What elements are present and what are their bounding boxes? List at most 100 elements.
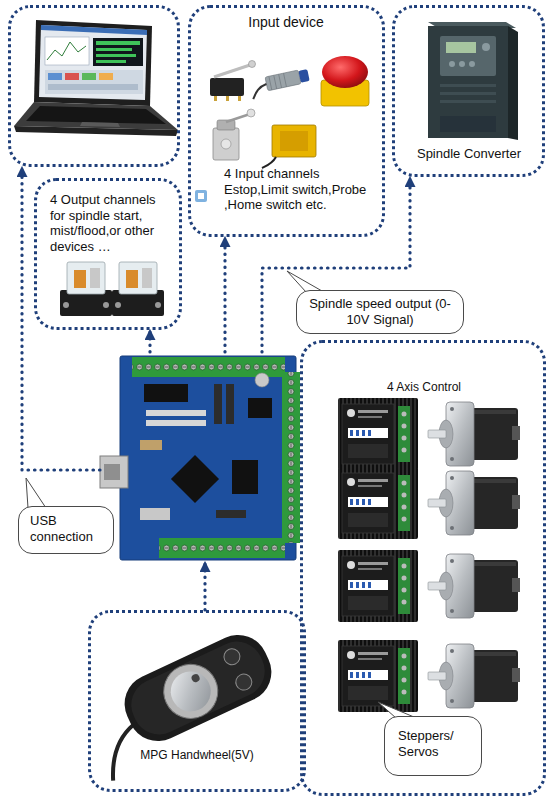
board-illustration [255, 373, 269, 387]
callout-bubble: Steppers/ Servos [384, 716, 482, 776]
callout-tail [287, 271, 322, 292]
callout-text: Steppers/ Servos [398, 728, 468, 759]
relay-illustration [60, 262, 164, 316]
input-devices-illustration [322, 56, 368, 88]
handwheel-illustration [155, 655, 227, 727]
motor-illustration [428, 402, 520, 466]
relay-illustration [155, 302, 161, 308]
driver-illustration [338, 467, 418, 539]
handwheel-illustration [123, 633, 274, 743]
laptop-illustration [96, 54, 136, 57]
inverter-illustration [428, 26, 508, 138]
board-illustration [140, 508, 170, 520]
board-illustration [226, 384, 234, 424]
board-illustration [232, 460, 258, 494]
callout-tail [26, 271, 414, 718]
relay-illustration [119, 262, 157, 294]
connector-group [22, 167, 410, 610]
handwheel-illustration [164, 665, 217, 718]
input-devices-illustration [269, 76, 272, 90]
relay-illustration [63, 302, 69, 308]
relay-illustration [115, 302, 121, 308]
input-devices-illustration [284, 73, 287, 87]
spindle-converter-group: Spindle Converter [392, 5, 545, 177]
input-devices-illustration [214, 96, 217, 101]
board-illustration [159, 538, 285, 558]
laptop-illustration [34, 20, 152, 106]
input-devices-illustration [279, 74, 282, 88]
inverter-illustration [440, 92, 496, 95]
laptop-illustration [99, 73, 113, 80]
input-devices-illustration [226, 96, 229, 101]
laptop-illustration [65, 73, 79, 80]
input-devices-illustration [210, 78, 244, 96]
input-devices-illustration [226, 114, 250, 122]
input-devices-illustration [265, 70, 301, 91]
dotted-connector [148, 330, 151, 352]
laptop-illustration [39, 25, 147, 100]
dotted-connector [262, 177, 410, 352]
inverter-illustration [440, 116, 496, 132]
laptop-illustration [82, 73, 96, 80]
handwheel-illustration [221, 646, 242, 667]
group-description: 4 Output channels for spindle start, mis… [50, 192, 172, 254]
inverter-illustration [482, 43, 490, 51]
laptop-illustration [45, 70, 143, 94]
laptop-illustration [14, 20, 178, 136]
board-illustration [144, 384, 188, 402]
laptop-illustration [41, 25, 147, 35]
input-devices-illustration [221, 139, 231, 149]
board-illustration [146, 410, 206, 416]
dotted-connector [22, 167, 100, 470]
callout-text: Spindle speed output (0-10V Signal) [305, 296, 455, 327]
input-devices-illustration [280, 131, 308, 151]
input-device-group: Input device4 Input channels Estop,Limit… [188, 5, 385, 237]
board-illustration [104, 464, 120, 480]
board-illustration [120, 356, 296, 560]
output-channel-group: 4 Output channels for spindle start, mis… [34, 178, 182, 330]
callout-bubble: Spindle speed output (0-10V Signal) [296, 290, 464, 334]
inverter-illustration [440, 100, 496, 103]
group-heading: MPG Handwheel(5V) [112, 748, 282, 762]
board-illustration [100, 356, 300, 560]
laptop-illustration [93, 38, 143, 66]
board-illustration [146, 420, 206, 426]
inverter-illustration [508, 26, 518, 140]
input-devices-illustration [249, 68, 311, 99]
board-illustration [214, 384, 222, 424]
inverter-illustration [440, 36, 496, 76]
handwheel-illustration [190, 673, 201, 684]
input-devices-illustration [249, 61, 256, 68]
axis-control-group: 4 Axis ControlSteppers/ Servos [300, 340, 546, 796]
board-illustration [140, 440, 162, 450]
group-description: 4 Input channels Estop,Limit switch,Prob… [224, 166, 379, 213]
relay-illustration [67, 262, 105, 294]
group-heading: Spindle Converter [398, 146, 540, 162]
laptop-illustration [48, 73, 62, 80]
callout-text: USB connection [30, 513, 102, 544]
relay-illustration [103, 302, 109, 308]
laptop-illustration [45, 37, 89, 65]
inverter-illustration [428, 22, 518, 140]
inverter-illustration [440, 84, 496, 87]
relay-illustration [126, 270, 138, 288]
controller-board [100, 352, 298, 562]
relay-illustration [74, 270, 86, 288]
board-illustration [216, 510, 246, 518]
input-devices-illustration [272, 125, 316, 157]
input-devices-illustration [274, 75, 277, 89]
driver-illustration [338, 640, 418, 712]
callout-tail [26, 478, 46, 508]
inverter-illustration [469, 61, 475, 67]
laptop-illustration [96, 41, 140, 45]
laptop-illustration [80, 122, 120, 127]
input-devices-illustration [298, 69, 309, 83]
laptop-illustration [47, 42, 86, 60]
motor-illustration [428, 471, 520, 535]
board-illustration [171, 455, 219, 503]
board-illustration [248, 398, 272, 418]
inverter-illustration [449, 61, 455, 67]
